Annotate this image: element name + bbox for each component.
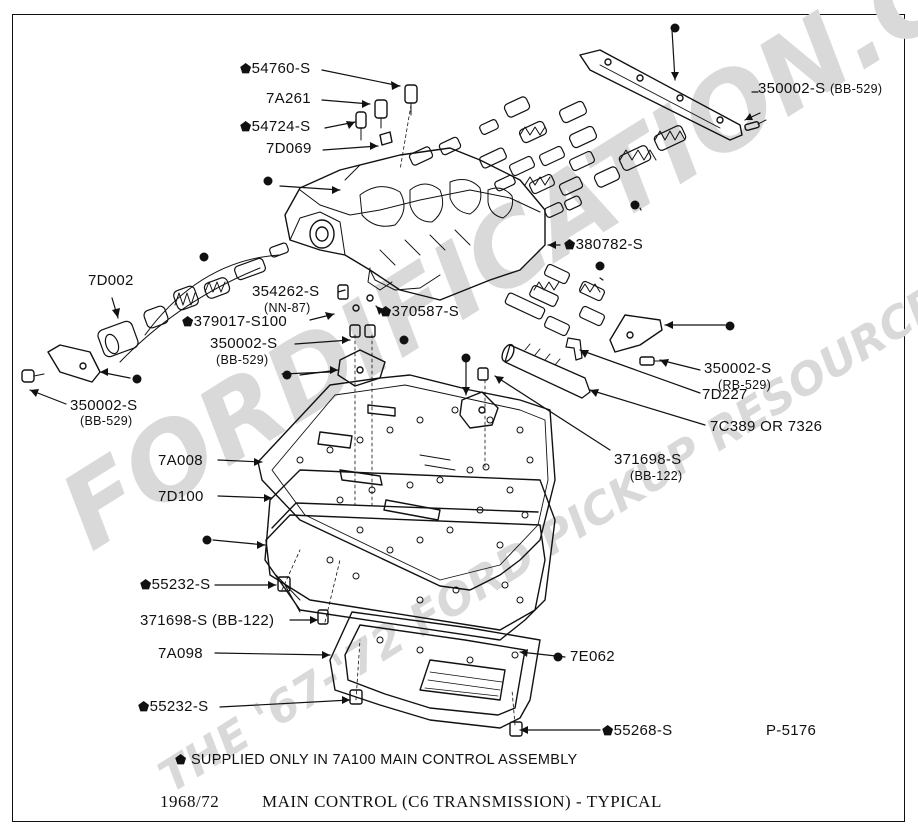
label-350002-s-left-sub: (BB-529) [80, 414, 133, 428]
label-350002-s-right: 350002-S [704, 360, 772, 377]
label-354262-s: 354262-S [252, 283, 320, 300]
label-7d100: 7D100 [158, 488, 204, 505]
caption-years: 1968/72 [160, 792, 220, 811]
manual-valve-7c389 [504, 344, 591, 399]
label-7c389-or-7326: 7C389 OR 7326 [710, 418, 823, 435]
label-54724-s: ⬟54724-S [240, 118, 311, 135]
label-7e062: 7E062 [570, 648, 615, 665]
caption-title: MAIN CONTROL (C6 TRANSMISSION) - TYPICAL [262, 792, 662, 811]
label-p-5176: P-5176 [766, 722, 817, 739]
label-7d227: 7D227 [702, 386, 748, 403]
label-54760-s: ⬟54760-S [240, 60, 311, 77]
label-371698-s-right: 371698-S [614, 451, 682, 468]
label-350002-s-left: 350002-S [70, 397, 138, 414]
retainer-plate [579, 49, 743, 141]
label-7a098: 7A098 [158, 645, 203, 662]
label-350002-s-mid-left: 350002-S [210, 335, 278, 352]
cover-plate-7a098 [329, 611, 541, 729]
label-55232-s-upper: ⬟55232-S [140, 576, 211, 593]
label-380782-s: ⬟380782-S [564, 236, 644, 253]
left-retainer-plate [47, 344, 101, 383]
label-7d069: 7D069 [266, 140, 312, 157]
label-55232-s-lower: ⬟55232-S [138, 698, 209, 715]
label-370587-s: ⬟370587-S [380, 303, 460, 320]
label-7a008: 7A008 [158, 452, 203, 469]
label-379017-s100: ⬟379017-S100 [182, 313, 287, 330]
label-354262-s-sub: (NN-87) [264, 301, 311, 315]
label-7a261: 7A261 [266, 90, 311, 107]
label-371698-s-right-sub: (BB-122) [630, 469, 683, 483]
footnote: ⬟ SUPPLIED ONLY IN 7A100 MAIN CONTROL AS… [175, 752, 578, 768]
label-371698-s-left: 371698-S (BB-122) [140, 612, 275, 629]
gasket-7a008 [257, 374, 556, 591]
separator-plate-7d100 [264, 469, 556, 641]
label-350002-s-mid-left-sub: (BB-529) [216, 353, 269, 367]
label-7d002: 7D002 [88, 272, 134, 289]
label-350002-s-right-sub: (RB-529) [718, 378, 772, 392]
valve-body [284, 147, 546, 301]
label-55268-s: ⬟55268-S [602, 722, 673, 739]
label-350002-s-top-right: 350002-S (BB-529) [758, 80, 883, 97]
